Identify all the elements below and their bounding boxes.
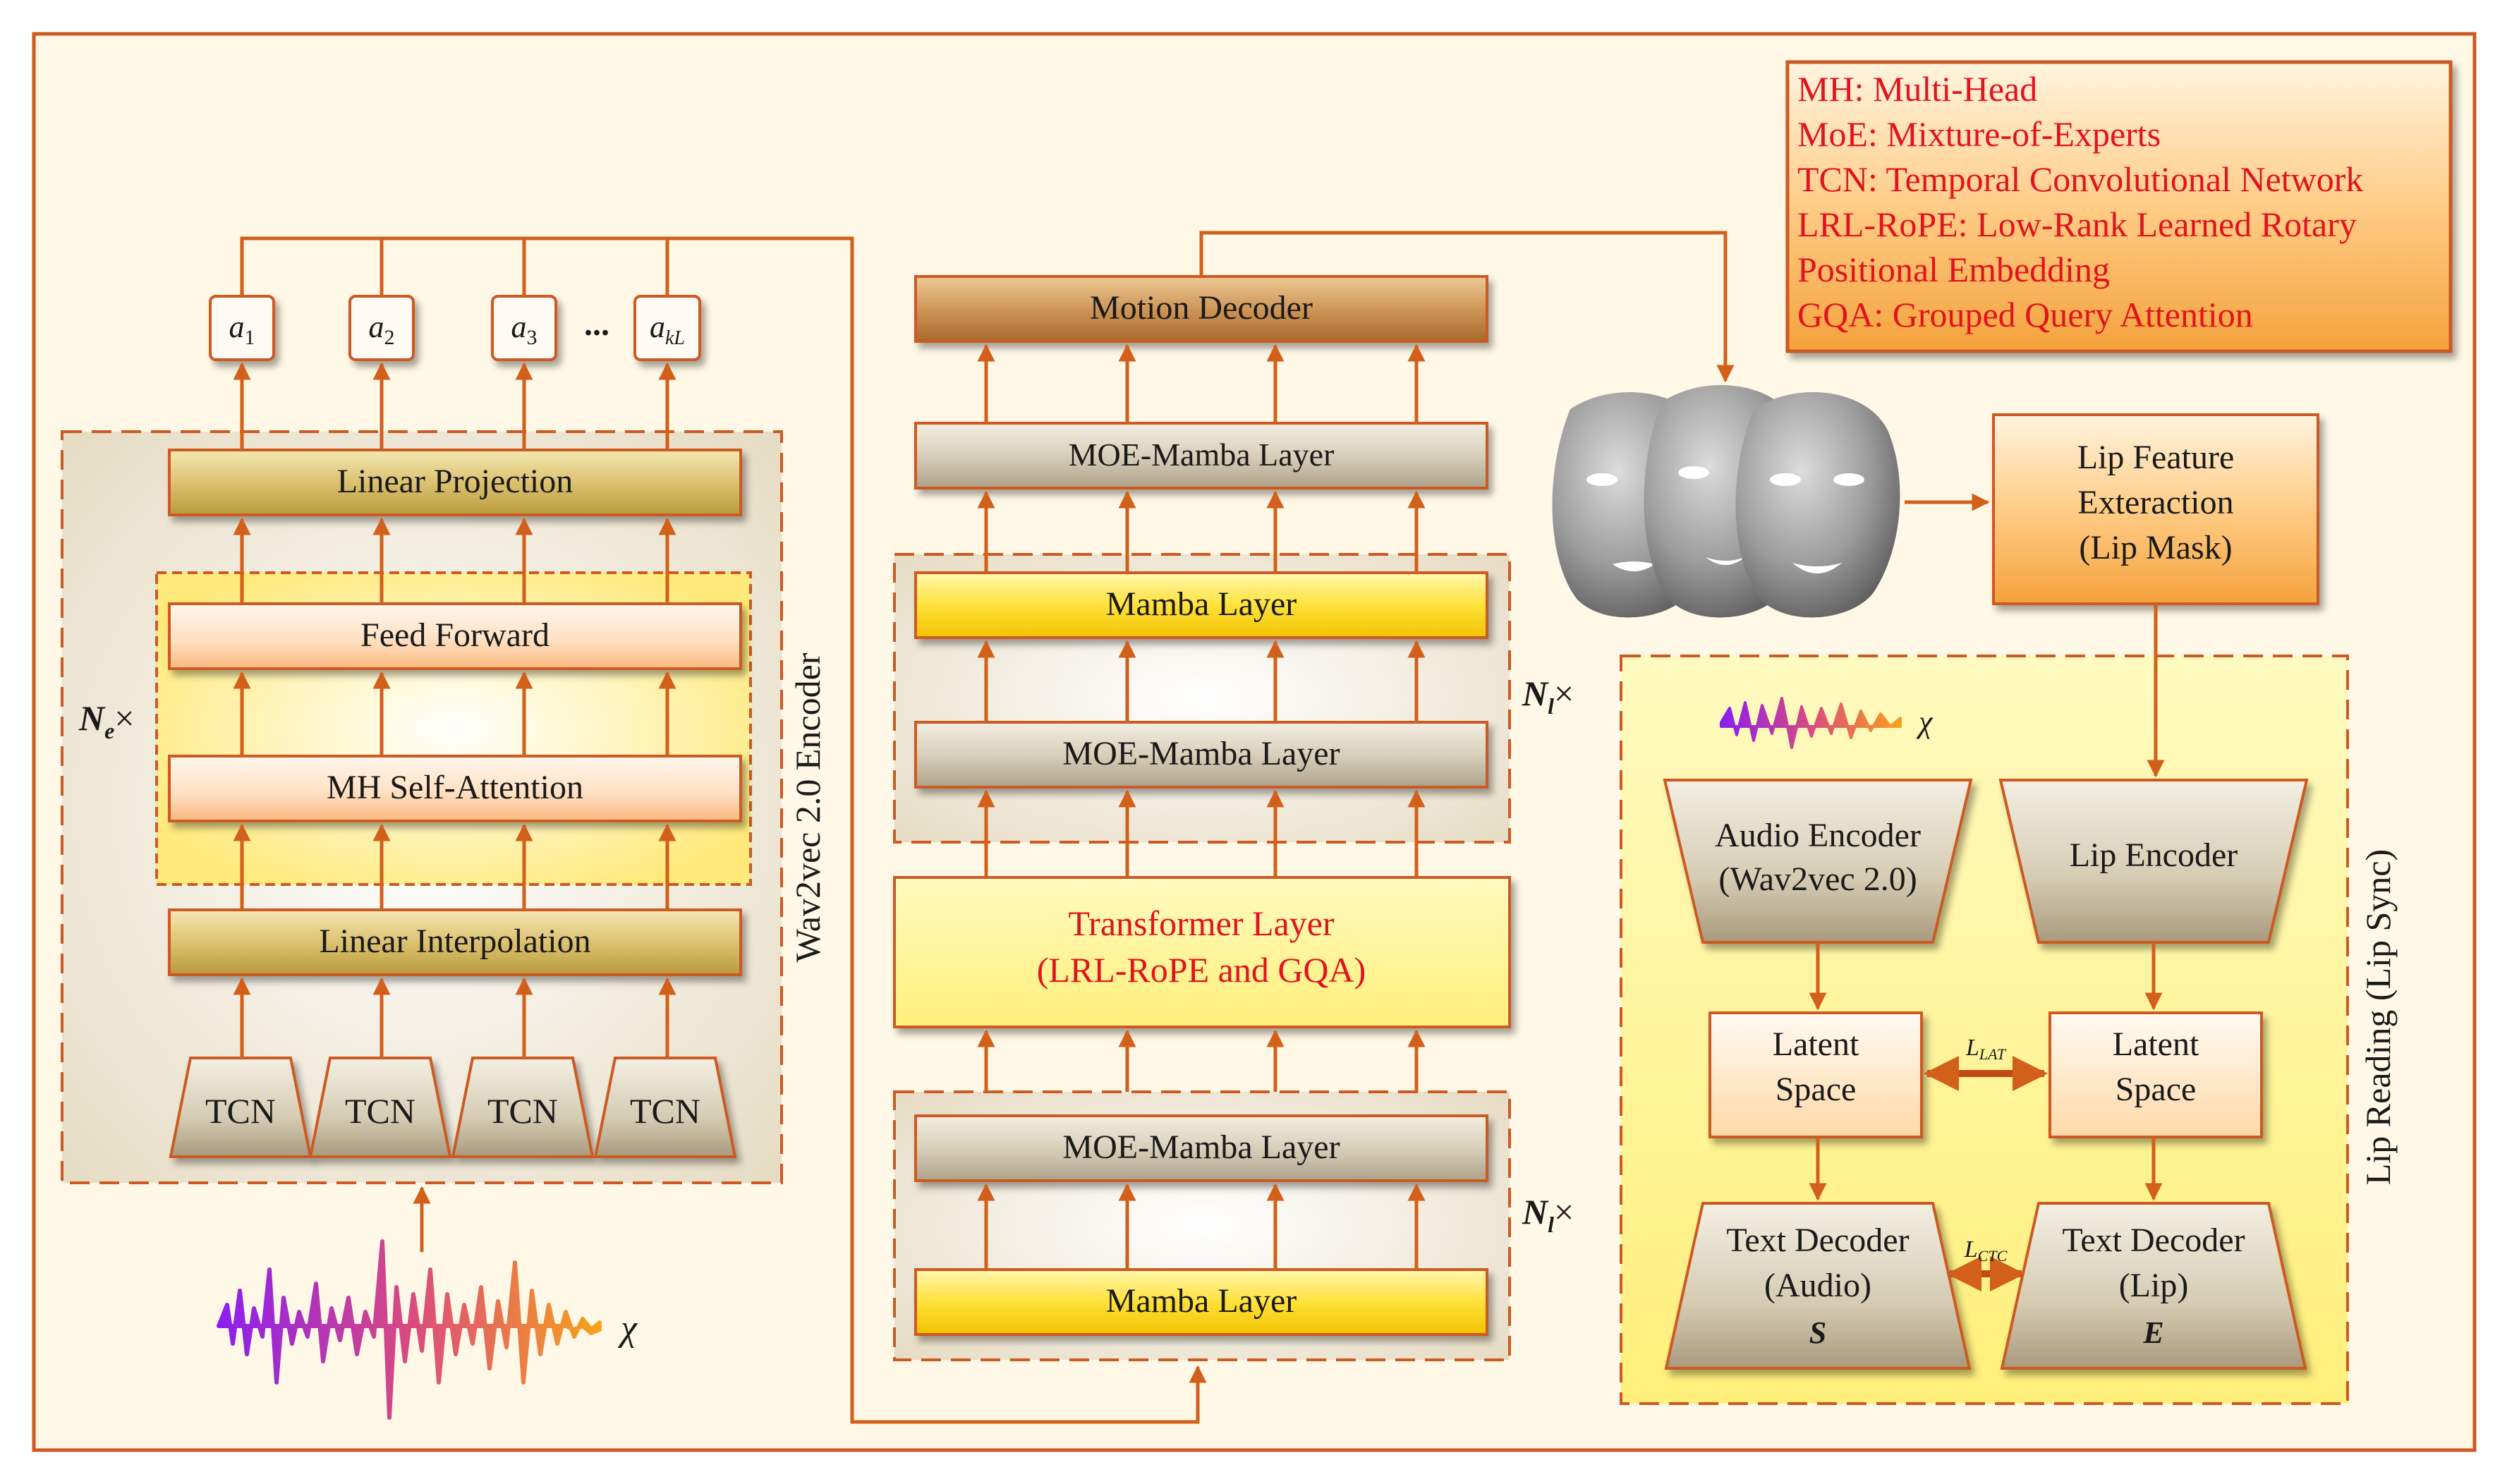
- lip-encoder-block: [1998, 779, 2309, 944]
- mamba-lower-layer: [914, 1268, 1488, 1336]
- mh-attention-label: MH Self-Attention: [327, 769, 583, 806]
- legend-item: Positional Embedding: [1797, 250, 2110, 289]
- small-audio-symbol: χ: [1916, 705, 1934, 739]
- moe-mamba-upper-layer: [914, 721, 1488, 789]
- output-label-a1: a1: [229, 310, 255, 349]
- tcn-block: [308, 1057, 452, 1158]
- feed-forward-layer: [168, 602, 742, 670]
- motion-decoder-layer: [914, 275, 1488, 343]
- mamba-upper-layer: [914, 571, 1488, 639]
- lip-encoder-label: Lip Encoder: [2070, 837, 2238, 874]
- moe-mamba-top-label: MOE-Mamba Layer: [1069, 437, 1335, 473]
- lip-module-arrows: [1809, 604, 2165, 1201]
- loss-ctc-label: LCTC: [1964, 1236, 2008, 1265]
- linear-projection-label: Linear Projection: [337, 463, 573, 500]
- linear-interpolation-label: Linear Interpolation: [319, 923, 590, 960]
- tcn-label: TCN: [205, 1091, 276, 1131]
- face-mesh-icons: [1552, 385, 1900, 618]
- transformer-label-line1: Transformer Layer: [1068, 904, 1335, 943]
- legend-item: TCN: Temporal Convolutional Network: [1797, 159, 2363, 199]
- lip-reading-module: Lip Feature Exteraction (Lip Mask) χ Aud…: [1620, 413, 2398, 1405]
- output-label-akl: akL: [650, 310, 685, 349]
- latent-space-audio: [1708, 1011, 1923, 1138]
- mamba-upper-label: Mamba Layer: [1106, 585, 1297, 623]
- audio-symbol: χ: [617, 1308, 638, 1349]
- motion-decoder-label: Motion Decoder: [1090, 289, 1313, 327]
- latent-right-line2: Space: [2116, 1071, 2197, 1108]
- latent-left-line2: Space: [1775, 1071, 1857, 1108]
- tcn-label: TCN: [487, 1091, 558, 1131]
- lower-repeat-label: Nl×: [1522, 1192, 1574, 1237]
- text-dec-audio-symbol: S: [1809, 1315, 1826, 1350]
- text-decoder-audio-block: [1664, 1202, 1972, 1370]
- output-ellipsis: ...: [584, 305, 609, 343]
- lip-feature-box: [1992, 413, 2319, 605]
- text-decoder-lip-block: [2000, 1202, 2307, 1370]
- wav2vec-encoder: a1 a2 a3 akL ... Linear Projection Feed …: [61, 295, 827, 1420]
- moe-mamba-lower-layer: [914, 1114, 1488, 1182]
- audio-encoder-label-line1: Audio Encoder: [1715, 817, 1921, 854]
- legend-item: GQA: Grouped Query Attention: [1797, 295, 2253, 334]
- encoder-repeat-label: Ne×: [78, 698, 135, 743]
- lip-feature-label-line3: (Lip Mask): [2079, 529, 2232, 566]
- transformer-layer: [893, 876, 1511, 1028]
- encoder-side-label: Wav2vec 2.0 Encoder: [788, 652, 827, 962]
- legend-item: MH: Multi-Head: [1797, 69, 2037, 109]
- text-dec-audio-line2: (Audio): [1764, 1267, 1871, 1304]
- text-dec-lip-line2: (Lip): [2119, 1267, 2189, 1304]
- tcn-block: [593, 1057, 737, 1158]
- text-dec-lip-symbol: E: [2142, 1315, 2163, 1350]
- decoder-arrows: [977, 343, 1426, 1270]
- audio-waveform-icon: χ: [217, 1239, 638, 1420]
- latent-right-line1: Latent: [2113, 1026, 2199, 1063]
- loss-lat-label: LLAT: [1965, 1035, 2007, 1063]
- moe-mamba-upper-label: MOE-Mamba Layer: [1062, 735, 1340, 772]
- face-mesh-icon: [1735, 392, 1900, 618]
- loss-arrows: [1924, 1056, 2048, 1291]
- text-dec-lip-line1: Text Decoder: [2062, 1222, 2245, 1259]
- lip-sync-side-label: Lip Reading (Lip Sync): [2358, 849, 2398, 1185]
- small-waveform-icon: χ: [1720, 697, 1934, 749]
- linear-interpolation-layer: [168, 908, 742, 976]
- lip-feature-label-line1: Lip Feature: [2077, 439, 2235, 476]
- legend-item: LRL-RoPE: Low-Rank Learned Rotary: [1797, 205, 2357, 244]
- audio-encoder-block: [1663, 779, 1973, 944]
- upper-repeat-label: Nl×: [1522, 674, 1574, 719]
- moe-mamba-lower-label: MOE-Mamba Layer: [1062, 1129, 1340, 1166]
- output-label-a2: a2: [369, 310, 395, 349]
- encoder-outputs: a1 a2 a3 akL ...: [209, 295, 701, 361]
- encoder-arrows: [233, 362, 676, 1252]
- legend-box: MH: Multi-Head MoE: Mixture-of-Experts T…: [1785, 60, 2453, 353]
- motion-decoder-stack: Motion Decoder MOE-Mamba Layer Mamba Lay…: [893, 275, 1574, 1361]
- legend-item: MoE: Mixture-of-Experts: [1797, 114, 2161, 154]
- text-dec-audio-line1: Text Decoder: [1726, 1222, 1909, 1259]
- encoder-decoder-connectors: [240, 236, 1207, 1424]
- tcn-blocks: TCN TCN TCN TCN: [169, 1057, 737, 1158]
- lip-feature-label-line2: Exteraction: [2077, 484, 2233, 521]
- transformer-label-line2: (LRL-RoPE and GQA): [1037, 950, 1366, 990]
- tcn-label: TCN: [345, 1091, 415, 1131]
- moe-mamba-top-layer: [914, 422, 1488, 489]
- decoder-to-faces-arrow: [1199, 231, 1735, 383]
- mh-attention-layer: [168, 755, 742, 822]
- linear-projection-layer: [168, 449, 742, 516]
- audio-encoder-label-line2: (Wav2vec 2.0): [1718, 860, 1917, 898]
- tcn-label: TCN: [630, 1091, 700, 1131]
- feed-forward-label: Feed Forward: [360, 616, 550, 654]
- latent-left-line1: Latent: [1773, 1026, 1859, 1063]
- latent-space-lip: [2048, 1011, 2263, 1138]
- mamba-lower-label: Mamba Layer: [1106, 1282, 1297, 1320]
- output-label-a3: a3: [511, 310, 538, 349]
- tcn-block: [451, 1057, 595, 1158]
